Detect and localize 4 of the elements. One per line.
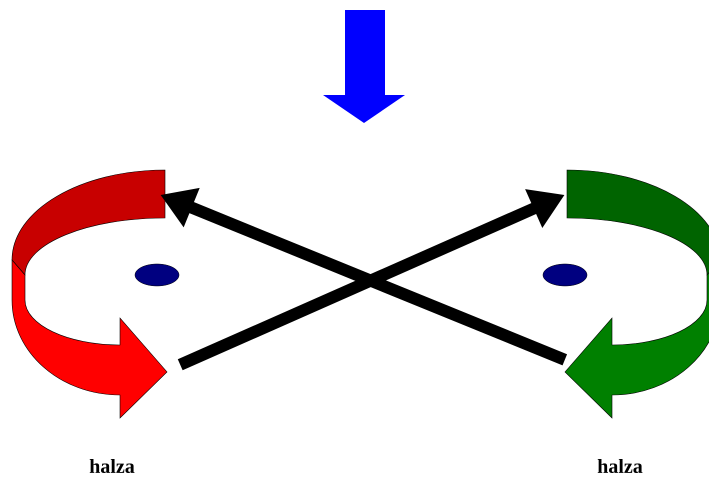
label: halza — [90, 458, 134, 474]
label: halza — [598, 458, 642, 474]
curved-arrow — [12, 170, 168, 418]
curved-arrow — [564, 170, 709, 418]
